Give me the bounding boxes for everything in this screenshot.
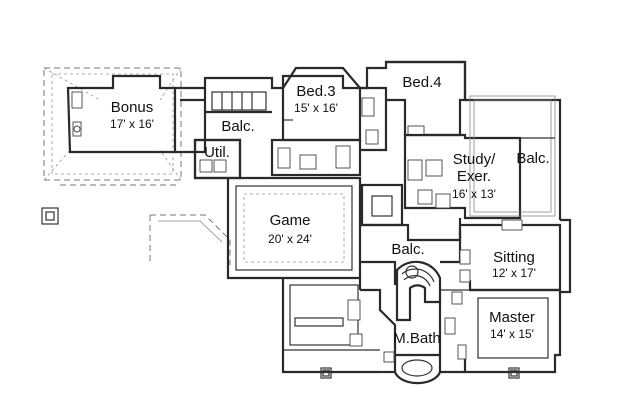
master-bedroom (438, 288, 560, 372)
utility-room (193, 138, 242, 180)
bonus-name: Bonus (111, 99, 154, 116)
bed3-size: 15' x 16' (294, 101, 338, 115)
balcony-2-label: Balc. (516, 150, 549, 167)
bonus-room (66, 74, 177, 154)
sitting-size: 12' x 17' (492, 266, 536, 280)
game-room (228, 176, 362, 278)
balcony-3-label: Balc. (391, 241, 424, 258)
balcony-1 (205, 91, 272, 114)
utility-label: Util. (204, 144, 230, 161)
sitting-name: Sitting (493, 249, 535, 266)
columns (320, 367, 520, 379)
master-bath (360, 288, 467, 385)
bonus-size: 17' x 16' (110, 117, 154, 131)
game-size: 20' x 24' (268, 232, 312, 246)
study-room (403, 133, 522, 220)
dressing-area (283, 284, 380, 351)
study-name-line2: Exer. (457, 168, 491, 185)
study-size: 16' x 13' (452, 187, 496, 201)
lower-deck-outline (41, 184, 231, 265)
bed3-name: Bed.3 (296, 83, 335, 100)
spiral-stair (395, 260, 442, 322)
closet-block (360, 183, 404, 227)
master-size: 14' x 15' (490, 327, 534, 341)
study-name: Study/ (453, 151, 496, 168)
bed4-name: Bed.4 (402, 74, 441, 91)
master-name: Master (489, 309, 535, 326)
balcony-1-label: Balc. (221, 118, 254, 135)
balcony-2 (469, 95, 556, 217)
jack-and-jill-bath (270, 86, 388, 177)
bonus-roof-outline (43, 67, 182, 181)
master-bath-label: M.Bath (393, 330, 441, 347)
game-name: Game (270, 212, 311, 229)
bed4-room (386, 60, 467, 137)
